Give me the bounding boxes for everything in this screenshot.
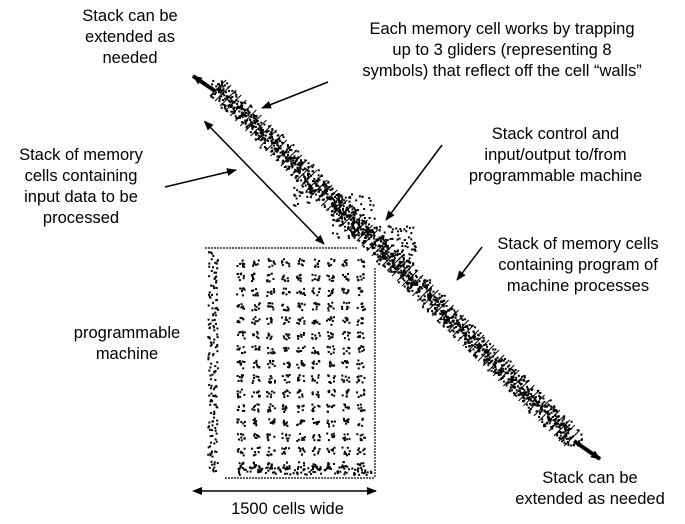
arrow-memory-cell: [261, 81, 329, 109]
label-stack-extend-bottom: Stack can be extended as needed: [515, 469, 665, 508]
programmable-machine-grid: [205, 247, 376, 479]
arrow-input-stack-span: [203, 120, 325, 245]
label-width-note: 1500 cells wide: [231, 500, 344, 518]
arrow-extend-bottom: [572, 439, 602, 461]
label-stack-extend-top: Stack can be extended as needed: [82, 7, 178, 67]
label-memory-cell-note: Each memory cell works by trapping up to…: [362, 20, 642, 80]
label-programmable-machine: programmable machine: [73, 324, 181, 363]
arrow-input-stack: [164, 168, 237, 188]
label-stack-control: Stack control and input/output to/from p…: [468, 125, 643, 185]
label-input-stack: Stack of memory cells containing input d…: [19, 146, 143, 227]
arrow-program-stack: [456, 246, 483, 281]
label-program-stack: Stack of memory cells containing program…: [497, 235, 659, 295]
arrow-extend-top: [191, 74, 217, 93]
arrow-stack-control: [385, 144, 443, 221]
